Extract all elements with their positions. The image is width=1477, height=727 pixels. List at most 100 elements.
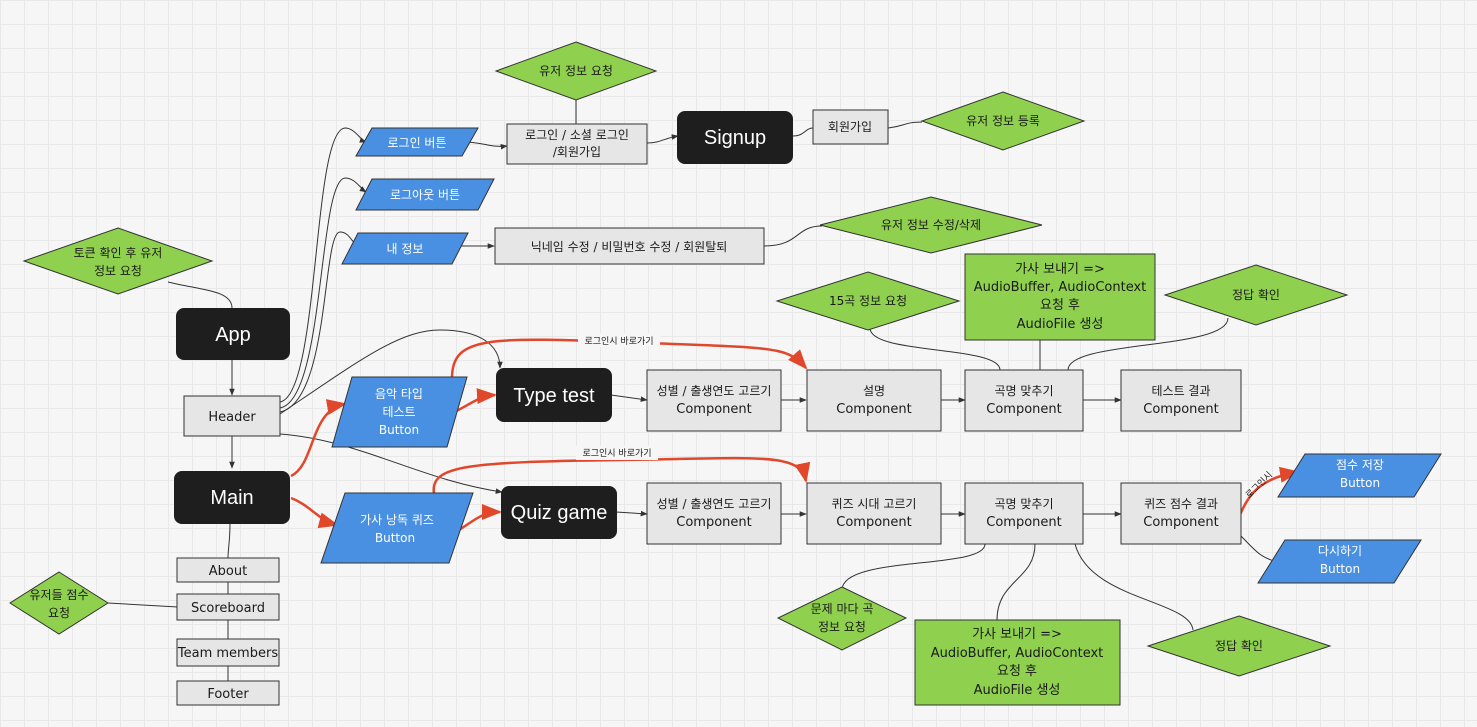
node-quiz-game-label: Quiz game: [511, 502, 608, 524]
save-score-button-line2: Button: [1340, 476, 1380, 490]
node-tt-song-guess-line2: Component: [986, 402, 1061, 417]
node-qg-gender-year-line1: 성별 / 출생연도 고르기: [657, 497, 772, 511]
edge-header-logout: [279, 177, 367, 409]
retry-button-line1: 다시하기: [1318, 544, 1362, 558]
music-type-test-button-line3: Button: [379, 423, 419, 437]
edge-header-myinfo: [279, 231, 361, 413]
node-main[interactable]: Main: [174, 471, 290, 524]
diamond-register-user-info-label: 유저 정보 등록: [966, 114, 1040, 128]
node-edit-profile-label: 닉네임 수정 / 비밀번호 수정 / 회원탈퇴: [531, 240, 728, 254]
my-info-button[interactable]: 내 정보: [341, 232, 469, 265]
retry-button[interactable]: 다시하기 Button: [1257, 539, 1422, 584]
edge-label-login-shortcut-2: 로그인시 바로가기: [582, 448, 651, 459]
edge-signup-join: [792, 127, 814, 137]
node-tt-description-line2: Component: [836, 402, 911, 417]
login-button[interactable]: 로그인 버튼: [355, 127, 479, 157]
node-app-label: App: [215, 324, 251, 346]
my-info-button-label: 내 정보: [387, 242, 424, 256]
edge-header-quiz: [279, 433, 503, 494]
node-tt-gender-year-line2: Component: [676, 402, 751, 417]
box-tt-send-lyrics: 가사 보내기 => AudioBuffer, AudioContext 요청 후…: [964, 253, 1156, 341]
node-login-box-line2: /회원가입: [553, 145, 601, 159]
box-tt-send-lyrics-line2: AudioBuffer, AudioContext: [974, 280, 1147, 295]
diamond-qg-answer-check: 정답 확인: [1146, 615, 1332, 677]
box-tt-send-lyrics-line3: 요청 후: [1040, 298, 1080, 313]
edge-qg-gender: [615, 510, 648, 517]
node-tt-song-guess[interactable]: 곡명 맞추기 Component: [964, 369, 1084, 432]
edge-result-save: [1238, 466, 1300, 516]
node-qg-gender-year-line2: Component: [676, 515, 751, 530]
lyrics-quiz-button[interactable]: 가사 낭독 퀴즈 Button: [320, 492, 474, 564]
diamond-tt-answer-check-label: 정답 확인: [1232, 288, 1280, 302]
node-main-label: Main: [210, 487, 253, 509]
edge-label-on-login: 로그인시: [1244, 470, 1275, 501]
edge-labels: 로그인시 바로가기 로그인시 바로가기 로그인시: [576, 333, 1275, 501]
diamond-req-song-per-question-line2: 정보 요청: [818, 620, 866, 634]
node-signup-label: Signup: [704, 127, 766, 149]
node-tt-gender-year[interactable]: 성별 / 출생연도 고르기 Component: [646, 369, 782, 432]
node-login-box[interactable]: 로그인 / 소셜 로그인 /회원가입: [506, 123, 648, 165]
diamond-token-check-line1: 토큰 확인 후 유저: [74, 246, 163, 260]
edge-loginbox-signup: [646, 134, 679, 144]
box-tt-send-lyrics-line4: AudioFile 생성: [1017, 317, 1104, 332]
diamond-req-user-scores-line1: 유저들 점수: [29, 588, 88, 602]
node-qg-gender-year[interactable]: 성별 / 출생연도 고르기 Component: [646, 482, 782, 545]
music-type-test-button[interactable]: 음악 타입 테스트 Button: [331, 376, 468, 448]
node-tt-description[interactable]: 설명 Component: [806, 369, 942, 432]
node-qg-song-guess-line2: Component: [986, 515, 1061, 530]
node-about[interactable]: About: [176, 557, 280, 583]
node-tt-song-guess-line1: 곡명 맞추기: [994, 384, 1053, 398]
music-type-test-button-line1: 음악 타입: [375, 387, 423, 401]
node-scoreboard[interactable]: Scoreboard: [176, 593, 280, 621]
edge-main-lyrics-button: [290, 496, 339, 529]
diamond-req-user-scores: 유저들 점수 요청: [9, 571, 109, 635]
node-join[interactable]: 회원가입: [812, 109, 889, 145]
node-header[interactable]: Header: [183, 395, 281, 437]
node-quiz-game[interactable]: Quiz game: [501, 486, 617, 539]
diamond-token-check-line2: 정보 요청: [94, 264, 142, 278]
diamond-req-user-scores-line2: 요청: [48, 606, 70, 620]
edge-edit-delete: [763, 225, 823, 247]
node-footer[interactable]: Footer: [176, 680, 280, 706]
node-login-box-line1: 로그인 / 소셜 로그인: [525, 128, 629, 142]
node-signup[interactable]: Signup: [677, 111, 793, 164]
node-join-label: 회원가입: [828, 120, 872, 134]
box-qg-send-lyrics-line2: AudioBuffer, AudioContext: [931, 646, 1104, 661]
node-type-test-label: Type test: [513, 385, 595, 407]
node-qg-era[interactable]: 퀴즈 시대 고르기 Component: [806, 482, 942, 545]
diamond-req-user-info: 유저 정보 요청: [494, 41, 658, 101]
edge-15-song: [869, 327, 1001, 371]
box-qg-send-lyrics-line1: 가사 보내기 =>: [972, 627, 1062, 642]
node-qg-song-guess[interactable]: 곡명 맞추기 Component: [964, 482, 1084, 545]
node-footer-label: Footer: [207, 687, 249, 702]
node-qg-era-line1: 퀴즈 시대 고르기: [832, 497, 917, 511]
edge-lyrics-button-quiz: [458, 504, 502, 532]
logout-button-label: 로그아웃 버튼: [390, 188, 460, 202]
save-score-button[interactable]: 점수 저장 Button: [1277, 453, 1442, 498]
node-type-test[interactable]: Type test: [496, 368, 612, 422]
edge-header-login: [279, 127, 367, 403]
diamond-req-song-per-question: 문제 마다 곡 정보 요청: [776, 586, 908, 651]
node-tt-result[interactable]: 테스트 결과 Component: [1120, 369, 1242, 432]
node-tt-gender-year-line1: 성별 / 출생연도 고르기: [657, 384, 772, 398]
node-tt-description-line1: 설명: [863, 384, 885, 398]
edge-join-register: [887, 121, 923, 129]
diamond-req-15-songs: 15곡 정보 요청: [775, 271, 961, 331]
diamond-req-15-songs-label: 15곡 정보 요청: [829, 294, 907, 308]
diamond-req-user-info-label: 유저 정보 요청: [539, 64, 613, 78]
node-qg-score-result[interactable]: 퀴즈 점수 결과 Component: [1120, 482, 1242, 545]
music-type-test-button-line2: 테스트: [382, 405, 415, 419]
node-qg-era-line2: Component: [836, 515, 911, 530]
diamond-req-song-per-question-line1: 문제 마다 곡: [811, 602, 874, 616]
box-qg-send-lyrics: 가사 보내기 => AudioBuffer, AudioContext 요청 후…: [914, 619, 1121, 706]
node-app[interactable]: App: [176, 308, 290, 360]
node-team-members[interactable]: Team members: [176, 638, 280, 667]
edge-label-login-shortcut-1: 로그인시 바로가기: [584, 336, 653, 347]
box-qg-send-lyrics-line4: AudioFile 생성: [974, 683, 1061, 698]
edge-qg-song-perq: [841, 543, 986, 591]
logout-button[interactable]: 로그아웃 버튼: [355, 178, 495, 211]
node-qg-score-result-line2: Component: [1143, 515, 1218, 530]
node-qg-song-guess-line1: 곡명 맞추기: [994, 497, 1053, 511]
node-edit-profile[interactable]: 닉네임 수정 / 비밀번호 수정 / 회원탈퇴: [494, 227, 765, 265]
connectors: [107, 100, 1279, 681]
